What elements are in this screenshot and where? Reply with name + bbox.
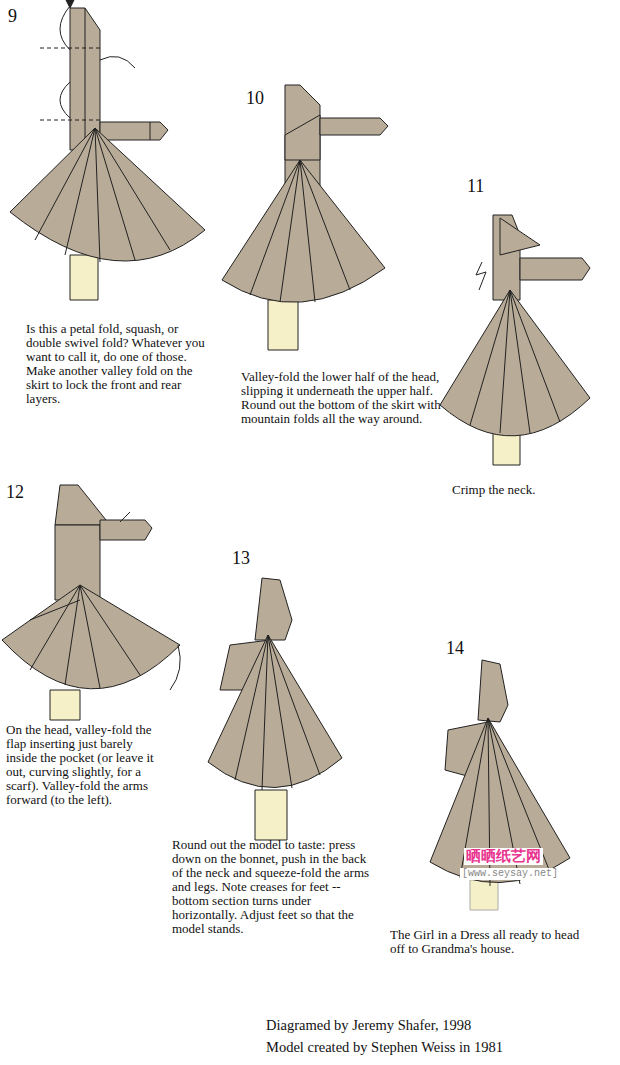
watermark-logo: 晒晒纸艺网 [464, 848, 543, 865]
instruction-text: Valley-fold the lower half of the head, … [241, 370, 446, 426]
caption-text: The Girl in a Dress all ready to head of… [390, 928, 595, 956]
step-number: 13 [232, 548, 262, 568]
step-number: 9 [8, 6, 38, 26]
instruction-text: On the head, valley-fold the flap insert… [6, 723, 166, 807]
credit-line: Diagramed by Jeremy Shafer, 1998 [266, 1017, 471, 1034]
instruction-text: Crimp the neck. [452, 483, 602, 497]
step-number: 11 [467, 176, 497, 196]
instruction-text: Round out the model to taste: press down… [172, 838, 377, 936]
watermark-url: [www.seysay.net] [460, 868, 560, 880]
step-number: 14 [446, 638, 476, 658]
step-number: 12 [6, 482, 36, 502]
step-number: 10 [246, 88, 276, 108]
instruction-text: Is this a petal fold, squash, or double … [26, 322, 216, 406]
credit-line: Model created by Stephen Weiss in 1981 [266, 1039, 503, 1056]
